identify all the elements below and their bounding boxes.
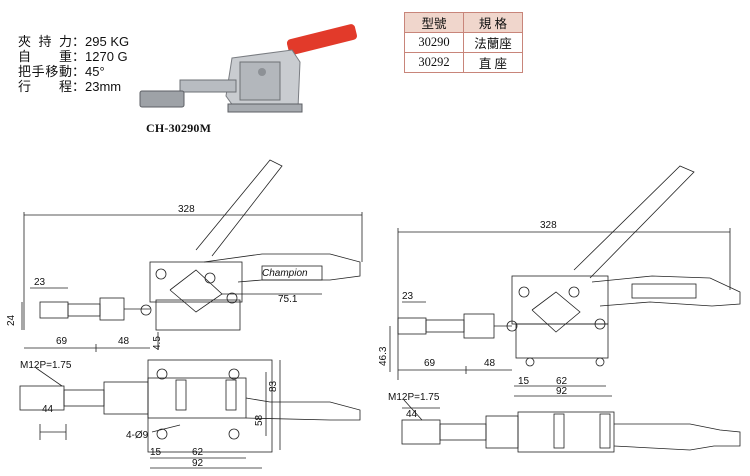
spec-label: 行 程 bbox=[18, 79, 72, 94]
right-dim-44: 44 bbox=[406, 409, 418, 420]
left-side-view bbox=[21, 159, 363, 352]
left-thread-spec: M12P=1.75 bbox=[20, 360, 72, 371]
table-row: 30290 法蘭座 bbox=[404, 32, 523, 53]
spec-stroke: 行 程：23mm bbox=[18, 79, 122, 94]
left-dim-75-1: 75.1 bbox=[278, 294, 298, 305]
spec-label: 夾持力 bbox=[18, 34, 72, 49]
left-dim-44: 44 bbox=[42, 404, 54, 415]
product-caption: CH-30290M bbox=[146, 121, 212, 135]
left-dim-58: 58 bbox=[254, 414, 265, 426]
right-side-view bbox=[389, 165, 741, 397]
left-overall-length: 328 bbox=[178, 204, 195, 215]
model-table: 型號 規 格 30290 法蘭座 30292 直 座 bbox=[404, 12, 523, 73]
right-thread-spec: M12P=1.75 bbox=[388, 392, 440, 403]
spec-handle-movement: 把手移動：45° bbox=[18, 64, 105, 79]
left-stroke-dim: 23 bbox=[34, 277, 46, 288]
header-spec: 規 格 bbox=[463, 12, 523, 33]
spec-list: 夾持力：295 KG 自 重：1270 G 把手移動：45° 行 程：23mm bbox=[18, 34, 129, 94]
header-model: 型號 bbox=[404, 12, 464, 33]
left-dim-69: 69 bbox=[56, 336, 68, 347]
left-dim-83: 83 bbox=[268, 380, 279, 392]
table-row: 30292 直 座 bbox=[404, 52, 523, 73]
left-dim-48: 48 bbox=[118, 336, 130, 347]
product-photo bbox=[139, 24, 358, 113]
left-dim-15: 15 bbox=[150, 447, 162, 458]
spec-weight: 自 重：1270 G bbox=[18, 49, 128, 64]
left-dimension-labels: 328 23 24 69 48 4.5 75.1 Champion M12P=1… bbox=[6, 204, 308, 469]
spec-label: 把手移動 bbox=[18, 64, 72, 79]
right-top-view bbox=[401, 399, 741, 453]
spec-value: 1270 G bbox=[85, 49, 128, 64]
spec-value: 45° bbox=[85, 64, 105, 79]
spec-value: 295 KG bbox=[85, 34, 130, 49]
right-dim-69: 69 bbox=[424, 358, 436, 369]
right-stroke-dim: 23 bbox=[402, 291, 414, 302]
left-top-view bbox=[19, 359, 361, 469]
model-table-header: 型號 規 格 bbox=[404, 12, 523, 33]
left-dim-92: 92 bbox=[192, 458, 204, 469]
model-spec: 直 座 bbox=[463, 52, 523, 73]
model-number: 30292 bbox=[404, 52, 464, 73]
right-dim-62: 62 bbox=[556, 376, 568, 387]
right-dim-15: 15 bbox=[518, 376, 530, 387]
right-dimension-labels: 328 23 46.3 69 48 15 62 92 M12P=1.75 44 bbox=[378, 220, 568, 420]
spec-label: 自 重 bbox=[18, 49, 72, 64]
spec-value: 23mm bbox=[85, 79, 122, 94]
right-overall-length: 328 bbox=[540, 220, 557, 231]
left-height-dim: 24 bbox=[6, 314, 17, 326]
left-dim-4-5: 4.5 bbox=[152, 336, 163, 350]
spec-clamping-force: 夾持力：295 KG bbox=[18, 34, 130, 49]
left-dim-62: 62 bbox=[192, 447, 204, 458]
right-dim-48: 48 bbox=[484, 358, 496, 369]
left-holes-spec: 4-Ø9 bbox=[126, 430, 149, 441]
model-spec: 法蘭座 bbox=[463, 32, 523, 53]
model-number: 30290 bbox=[404, 32, 464, 53]
right-dim-92: 92 bbox=[556, 386, 568, 397]
right-height-dim: 46.3 bbox=[378, 346, 389, 366]
brand-label: Champion bbox=[262, 268, 308, 279]
